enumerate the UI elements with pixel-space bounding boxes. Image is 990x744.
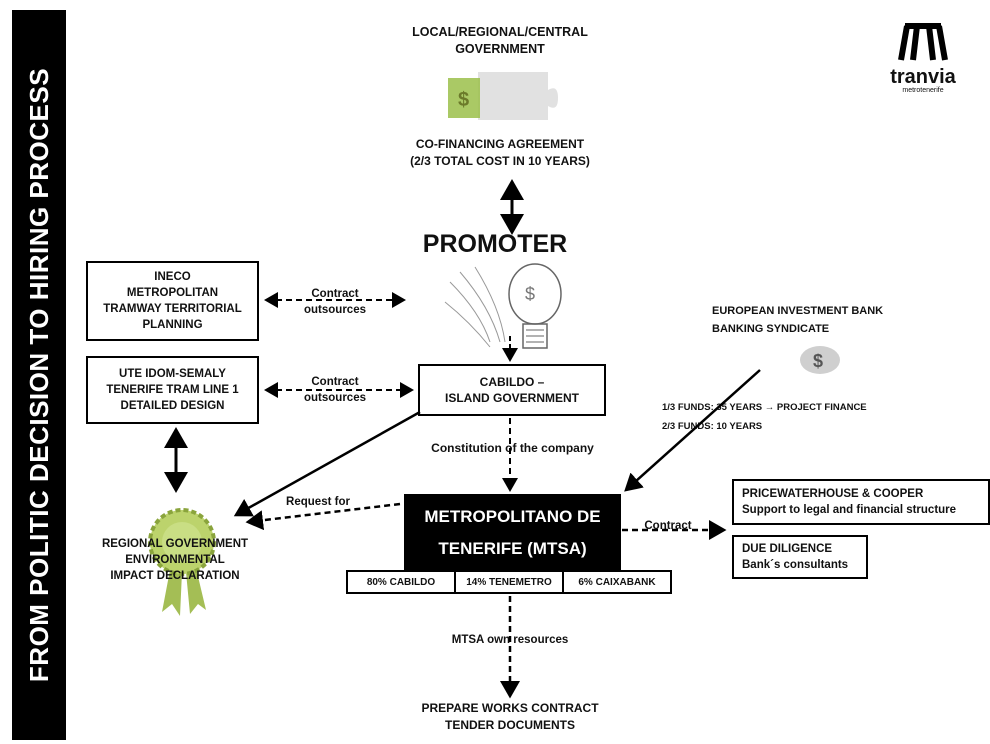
contract-outsources-label-1: Contract outsources [290, 286, 380, 318]
government-label: LOCAL/REGIONAL/CENTRAL GOVERNMENT [370, 24, 630, 58]
due-diligence-line1: DUE DILIGENCE [742, 543, 833, 555]
contract-outsources-2-line1: Contract [311, 376, 359, 388]
request-for-label: Request for [286, 496, 350, 508]
sidebar-banner: FROM POLITIC DECISION TO HIRING PROCESS [12, 10, 66, 740]
share-cabildo: 80% CABILDO [366, 576, 436, 588]
government-line2: GOVERNMENT [455, 42, 545, 56]
tender-line2: TENDER DOCUMENTS [444, 718, 575, 732]
cabildo-line2: ISLAND GOVERNMENT [444, 391, 579, 405]
pwc-box: PRICEWATERHOUSE & COOPER Support to lega… [732, 479, 990, 525]
cabildo-box: CABILDO – ISLAND GOVERNMENT [418, 364, 606, 416]
ute-line2: TENERIFE TRAM LINE 1 [106, 384, 239, 396]
logo-brand: tranvia [890, 66, 956, 88]
regional-line2: ENVIRONMENTAL [125, 554, 225, 566]
eib-line2: BANKING SYNDICATE [712, 323, 830, 335]
eib-label: EUROPEAN INVESTMENT BANK BANKING SYNDICA… [712, 302, 932, 338]
tranvia-logo-icon [898, 23, 948, 61]
cofinancing-label: CO-FINANCING AGREEMENT (2/3 TOTAL COST I… [380, 136, 620, 170]
ute-line1: UTE IDOM-SEMALY [119, 368, 226, 380]
pwc-line2: Support to legal and financial structure [742, 504, 957, 516]
tender-line1: PREPARE WORKS CONTRACT [421, 701, 599, 715]
sidebar-title: FROM POLITIC DECISION TO HIRING PROCESS [23, 67, 54, 683]
eib-line1: EUROPEAN INVESTMENT BANK [712, 305, 884, 317]
cofinancing-line1: CO-FINANCING AGREEMENT [415, 137, 585, 151]
ineco-line1: INECO [154, 271, 191, 283]
share-caixabank: 6% CAIXABANK [562, 572, 670, 592]
ineco-line2: METROPOLITAN [126, 287, 219, 299]
promoter-title: PROMOTER [422, 230, 568, 258]
funds-label: 1/3 FUNDS: 35 YEARS → PROJECT FINANCE 2/… [662, 398, 962, 436]
constitution-label: Constitution of the company [410, 440, 615, 457]
logo-sub: metrotenerife [902, 87, 944, 94]
contract-outsources-2-line2: outsources [304, 392, 366, 404]
tender-label: PREPARE WORKS CONTRACT TENDER DOCUMENTS [380, 700, 640, 734]
pwc-line1: PRICEWATERHOUSE & COOPER [742, 488, 924, 500]
contract-outsources-label-2: Contract outsources [290, 374, 380, 406]
mtsa-line1: METROPOLITANO DE [424, 507, 601, 526]
due-diligence-box: DUE DILIGENCE Bank´s consultants [732, 535, 868, 579]
mtsa-line2: TENERIFE (MTSA) [438, 539, 587, 558]
money-bag-icon: $ [800, 346, 840, 374]
share-tenemetro: 14% TENEMETRO [454, 572, 562, 592]
tranvia-logo: tranvia metrotenerife [878, 22, 968, 94]
svg-text:$: $ [458, 89, 469, 111]
funds-line2: 2/3 FUNDS: 10 YEARS [662, 421, 763, 432]
cofinancing-line2: (2/3 TOTAL COST IN 10 YEARS) [410, 154, 590, 168]
own-resources-label: MTSA own resources [430, 632, 590, 649]
rosette-award-icon [148, 508, 216, 616]
due-diligence-line2: Bank´s consultants [742, 559, 849, 571]
contract-label: Contract [644, 520, 692, 532]
lightbulb-hand-icon: $ [444, 263, 562, 349]
funds-line1: 1/3 FUNDS: 35 YEARS → PROJECT FINANCE [662, 402, 867, 413]
government-line1: LOCAL/REGIONAL/CENTRAL [412, 25, 588, 39]
mtsa-box: METROPOLITANO DE TENERIFE (MTSA) [404, 494, 621, 572]
regional-line3: IMPACT DECLARATION [110, 570, 240, 582]
ute-line3: DETAILED DESIGN [120, 400, 225, 412]
contract-outsources-1-line1: Contract [311, 288, 359, 300]
puzzle-money-icon: $ [448, 72, 558, 120]
ineco-line4: PLANNING [142, 319, 203, 331]
cabildo-line1: CABILDO – [479, 375, 545, 389]
shareholders-row: 80% CABILDO 14% TENEMETRO 6% CAIXABANK [346, 570, 672, 594]
svg-text:$: $ [525, 284, 535, 304]
ineco-line3: TRAMWAY TERRITORIAL [103, 303, 242, 315]
contract-outsources-1-line2: outsources [304, 304, 366, 316]
regional-line1: REGIONAL GOVERNMENT [101, 538, 249, 550]
regional-label: REGIONAL GOVERNMENT ENVIRONMENTAL IMPACT… [90, 536, 260, 584]
ute-box: UTE IDOM-SEMALY TENERIFE TRAM LINE 1 DET… [86, 356, 259, 424]
svg-text:$: $ [813, 351, 823, 371]
ineco-box: INECO METROPOLITAN TRAMWAY TERRITORIAL P… [86, 261, 259, 341]
